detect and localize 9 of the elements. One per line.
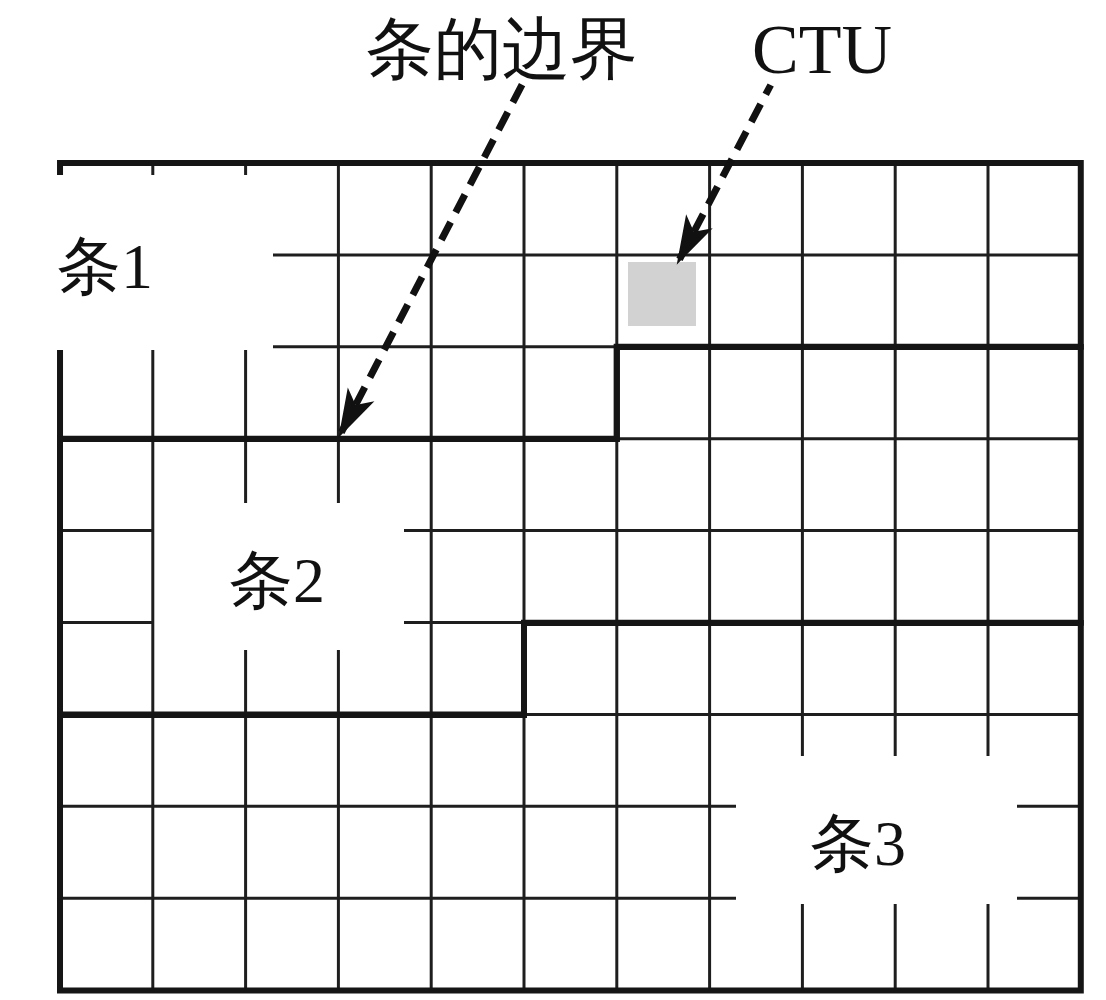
shaded-square: [628, 262, 696, 326]
leader-arrow: [336, 81, 526, 438]
callout-label: 条的边界: [366, 15, 638, 83]
slice-label: 条3: [810, 812, 906, 876]
slice-label: 条2: [229, 549, 325, 613]
slice-region: [56, 618, 1085, 995]
callout-label: CTU: [752, 15, 892, 85]
slice-label: 条1: [57, 235, 153, 299]
leader-arrow: [675, 83, 774, 265]
